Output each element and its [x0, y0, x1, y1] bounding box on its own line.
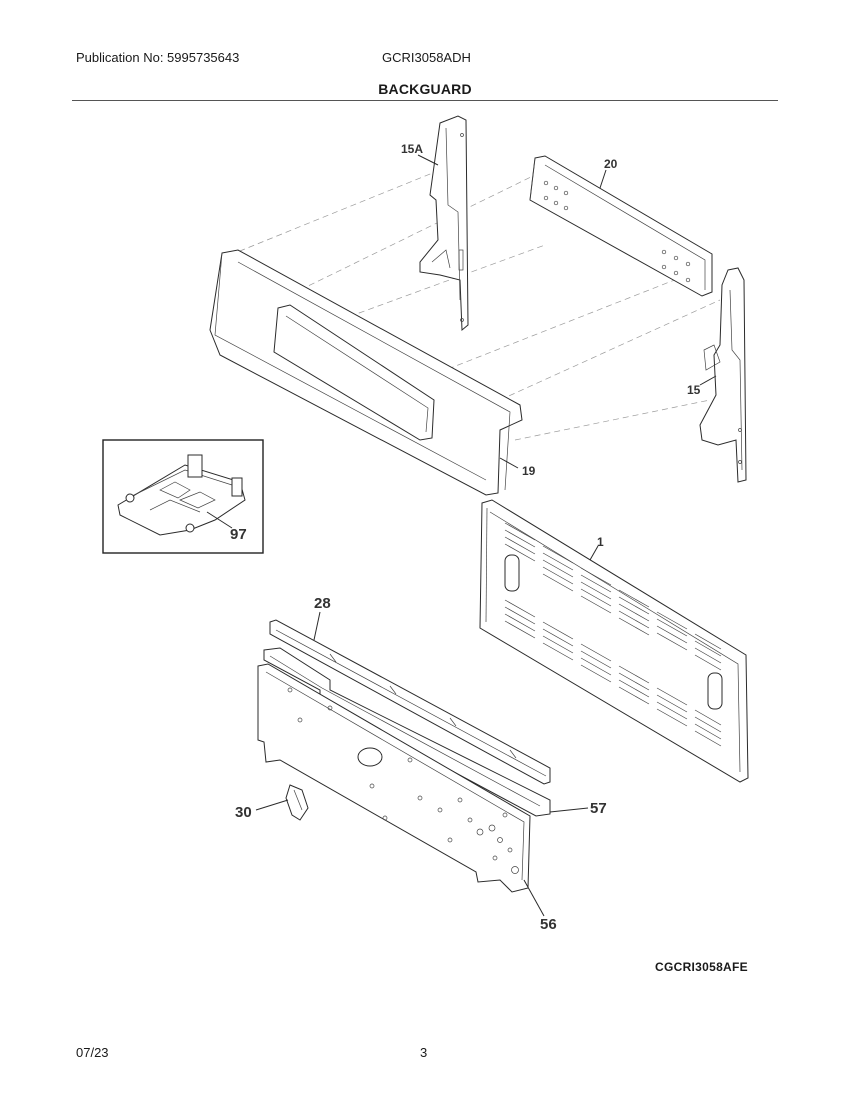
- callout-15: 15: [687, 383, 701, 397]
- callout-30: 30: [235, 804, 252, 821]
- callout-28: 28: [314, 595, 331, 612]
- part-56-backguard-panel: [257, 663, 531, 893]
- part-97-control-module: [117, 454, 246, 536]
- callout-15a: 15A: [401, 142, 423, 156]
- footer-date: 07/23: [76, 1045, 109, 1060]
- callout-1: 1: [597, 535, 604, 549]
- alignment-lines: [229, 169, 721, 441]
- part-15-bracket: [699, 267, 747, 483]
- inset-box: [102, 439, 264, 554]
- callout-57: 57: [590, 800, 607, 817]
- publication-number: Publication No: 5995735643: [76, 50, 240, 65]
- vent-slots: [504, 522, 722, 747]
- callout-97: 97: [230, 526, 247, 543]
- part-1-rear-cover: [479, 499, 749, 783]
- diagram-code: CGCRI3058AFE: [655, 960, 748, 974]
- part-57-gasket: [263, 647, 551, 817]
- callout-56: 56: [540, 916, 557, 933]
- leader-lines: [255, 154, 717, 917]
- section-title: BACKGUARD: [378, 81, 472, 97]
- part-15a-bracket: [419, 115, 469, 332]
- panel-holes: [287, 687, 519, 874]
- callout-20: 20: [604, 157, 618, 171]
- part-30-grommet: [285, 784, 309, 821]
- part-28-trim: [269, 619, 551, 785]
- header-rule: [72, 100, 778, 101]
- model-number: GCRI3058ADH: [382, 50, 471, 65]
- part-20-panel: [529, 155, 713, 297]
- part-19-control-panel: [209, 249, 523, 496]
- page-number: 3: [420, 1045, 428, 1060]
- callout-19: 19: [522, 464, 536, 478]
